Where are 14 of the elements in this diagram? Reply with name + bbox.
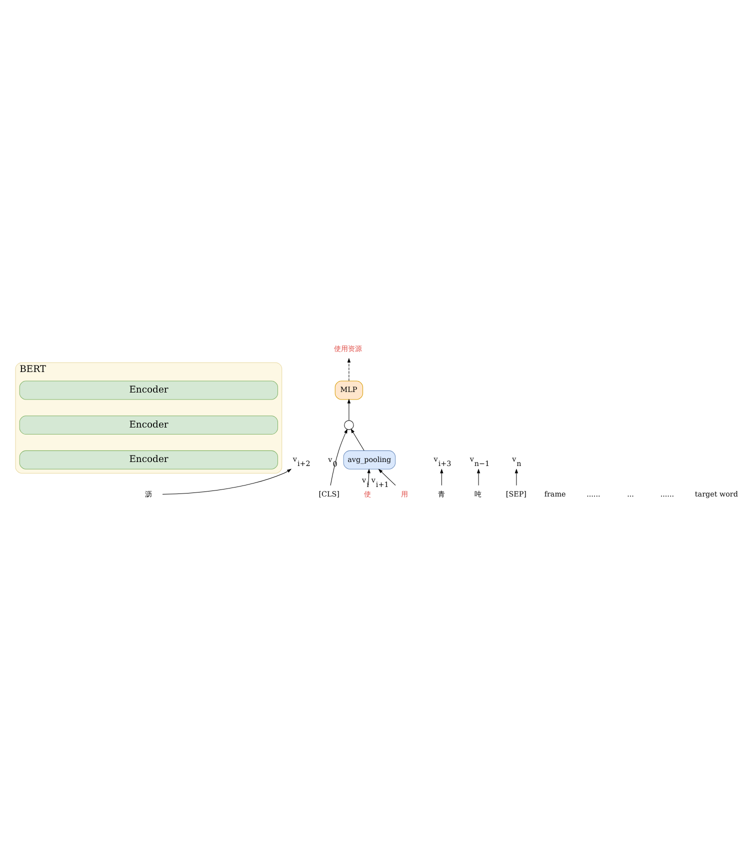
arrow (162, 468, 292, 494)
node-circle (344, 420, 354, 430)
arrow (476, 468, 480, 486)
arrow (347, 357, 351, 381)
arrow (330, 428, 348, 486)
arrow (440, 468, 444, 486)
node-box: Encoder (19, 450, 278, 469)
node-box: Encoder (19, 380, 278, 400)
arrow (514, 468, 518, 486)
arrow (350, 428, 364, 450)
arrow (367, 468, 370, 486)
node-box: Encoder (19, 415, 278, 434)
arrow (347, 398, 351, 420)
arrow (378, 468, 396, 486)
